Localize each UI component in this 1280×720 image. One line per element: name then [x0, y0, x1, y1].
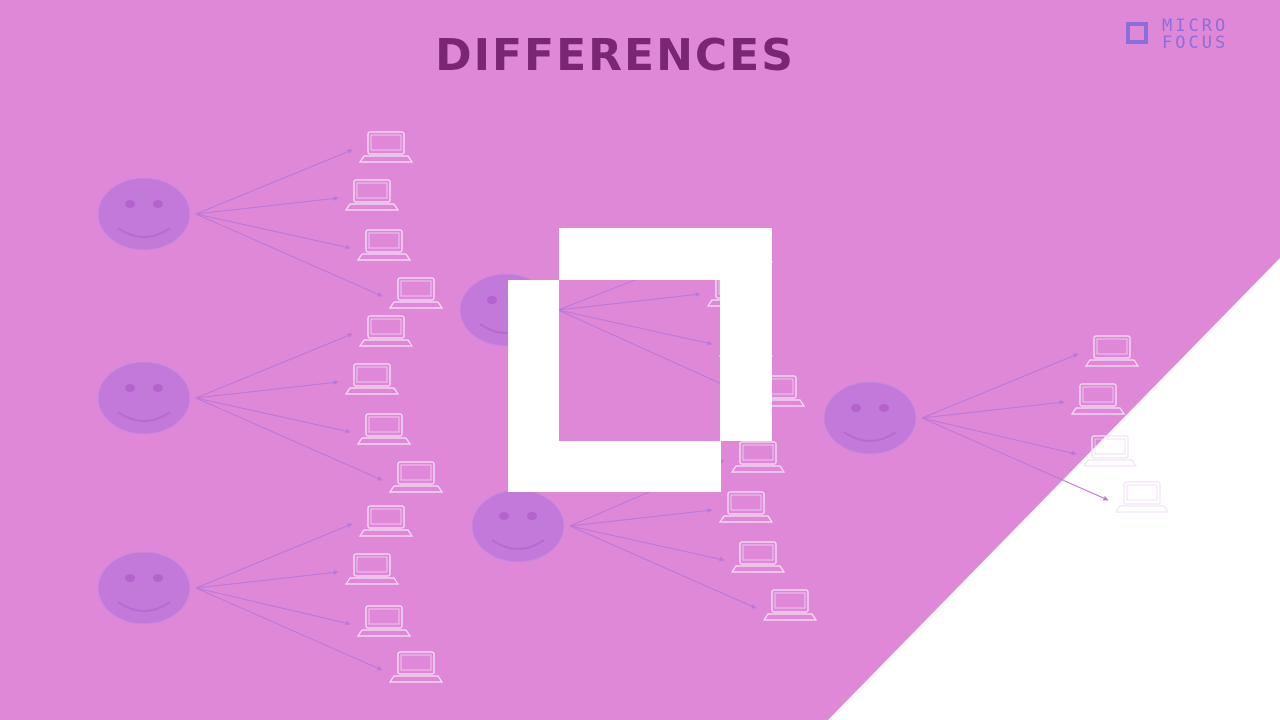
connection-arrow [921, 417, 1109, 501]
laptop-icon [388, 461, 444, 493]
laptop-icon [356, 229, 412, 261]
smiley-face-icon [97, 361, 191, 435]
frame-front [508, 280, 721, 492]
laptop-icon [344, 179, 400, 211]
connection-arrow [569, 525, 725, 562]
connection-arrow [921, 400, 1065, 419]
connection-arrow [195, 213, 351, 250]
connection-arrow [195, 333, 353, 399]
laptop-icon [344, 363, 400, 395]
laptop-icon [356, 413, 412, 445]
connection-arrow [195, 523, 353, 589]
laptop-icon [358, 505, 414, 537]
smiley-face-icon [823, 381, 917, 455]
smiley-face-icon [97, 551, 191, 625]
connection-arrow [569, 525, 757, 609]
smiley-face-icon [97, 177, 191, 251]
connection-arrow [569, 508, 713, 527]
connection-arrow [195, 587, 383, 671]
logo-square-icon [1126, 22, 1148, 44]
logo-text-line-2: FOCUS [1162, 33, 1229, 53]
laptop-icon [762, 589, 818, 621]
micro-focus-logo: MICRO FOCUS [1124, 16, 1264, 56]
laptop-icon [730, 541, 786, 573]
connection-arrow [557, 309, 745, 395]
laptop-icon [388, 277, 444, 309]
connection-arrow [921, 353, 1079, 419]
connection-arrow [195, 570, 339, 589]
laptop-icon [1084, 335, 1140, 367]
laptop-icon [344, 553, 400, 585]
connection-arrow [195, 380, 339, 399]
connection-arrow [557, 309, 713, 346]
laptop-icon [356, 605, 412, 637]
connection-arrow [195, 213, 383, 297]
smiley-face-icon [471, 489, 565, 563]
laptop-icon [718, 491, 774, 523]
laptop-icon [388, 651, 444, 683]
logo-text-line-1: MICRO [1162, 16, 1229, 36]
laptop-icon [358, 315, 414, 347]
connection-arrow [195, 397, 351, 434]
laptop-icon [1114, 481, 1170, 513]
connection-arrow [195, 587, 351, 626]
connection-arrow [195, 196, 339, 215]
laptop-icon [1082, 435, 1138, 467]
connection-arrow [195, 149, 353, 215]
connection-arrow [921, 417, 1077, 456]
connection-arrow [195, 397, 383, 481]
frame-back [559, 228, 772, 441]
offset-square-frames-icon [508, 228, 772, 492]
laptop-icon [1070, 383, 1126, 415]
laptop-icon [730, 441, 786, 473]
slide-title: DIFFERENCES [435, 30, 795, 81]
white-diagonal-corner [828, 258, 1280, 720]
laptop-icon [358, 131, 414, 163]
connection-arrow [557, 292, 701, 311]
